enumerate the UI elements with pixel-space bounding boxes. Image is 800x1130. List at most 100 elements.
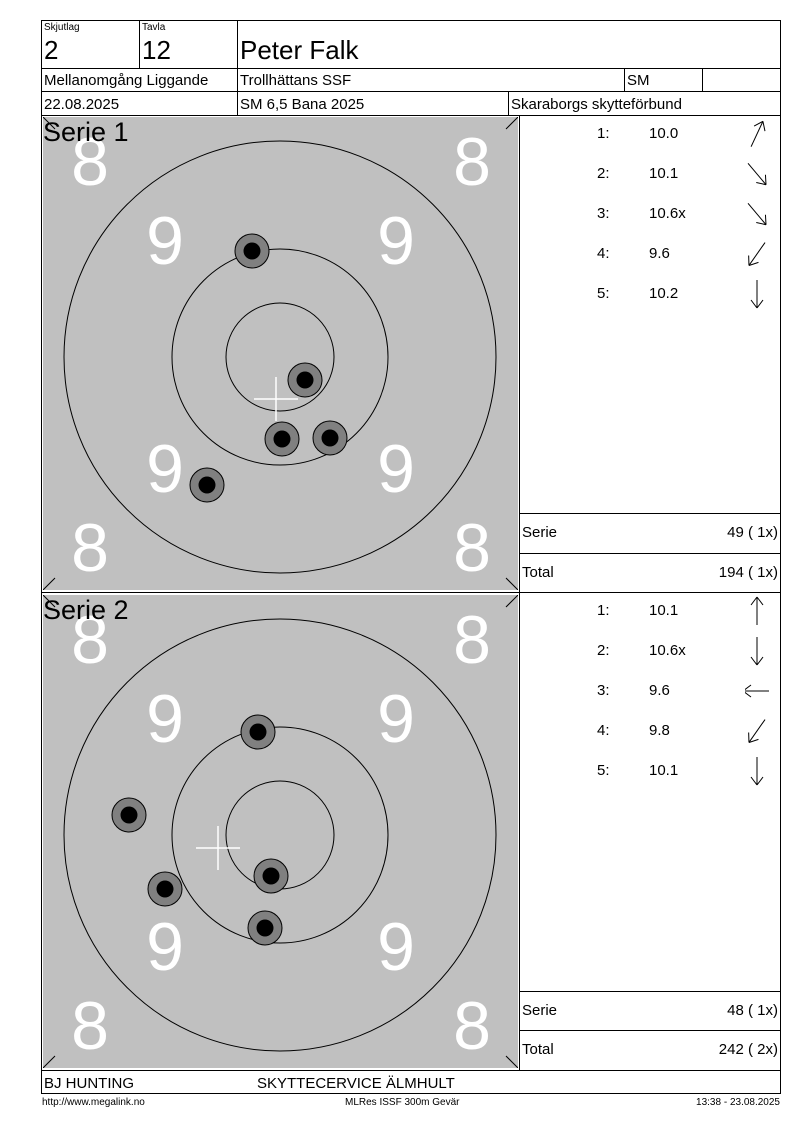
- shot-number: 1:: [597, 125, 610, 142]
- corner-mark: [43, 577, 56, 590]
- direction-arrow-icon: [745, 634, 769, 668]
- sponsor-1: BJ HUNTING: [44, 1075, 134, 1092]
- score-digit-9: 9: [377, 681, 415, 757]
- footer-url[interactable]: http://www.megalink.no: [42, 1097, 145, 1108]
- shot-value: 10.6x: [649, 642, 686, 659]
- score-digit-8: 8: [71, 124, 109, 200]
- direction-arrow-icon: [745, 594, 769, 628]
- shot-value: 10.1: [649, 762, 679, 779]
- date-label: 22.08.2025: [44, 96, 120, 113]
- tavla-label: Tavla: [142, 22, 166, 33]
- direction-arrow-icon: [745, 277, 769, 311]
- corner-mark: [43, 117, 56, 130]
- shot-hole: [312, 420, 348, 456]
- shot-hole: [287, 362, 323, 398]
- shot-number: 5:: [597, 762, 610, 779]
- shot-value: 9.6: [649, 245, 670, 262]
- direction-arrow-icon: [745, 117, 769, 151]
- shooter-name: Peter Falk: [240, 35, 359, 65]
- federation-label: Skaraborgs skytteförbund: [511, 96, 682, 113]
- corner-mark: [505, 1055, 518, 1068]
- score-digit-8: 8: [453, 988, 491, 1064]
- serie-1-total-value: 194 ( 1x): [718, 564, 778, 581]
- shot-row: 2: 10.1: [597, 162, 777, 186]
- shot-number: 4:: [597, 722, 610, 739]
- serie-2-total-value: 242 ( 2x): [718, 1041, 778, 1058]
- score-digit-9: 9: [146, 203, 184, 279]
- score-digit-8: 8: [453, 124, 491, 200]
- shot-hole: [247, 910, 283, 946]
- shot-number: 2:: [597, 642, 610, 659]
- footer-software: MLRes ISSF 300m Gevär: [345, 1097, 460, 1108]
- shot-value: 10.1: [649, 165, 679, 182]
- shot-hole: [147, 871, 183, 907]
- direction-arrow-icon: [745, 754, 769, 788]
- corner-mark: [43, 595, 56, 608]
- score-digit-9: 9: [146, 909, 184, 985]
- target-ring: [63, 140, 497, 574]
- shot-number: 3:: [597, 682, 610, 699]
- corner-mark: [505, 117, 518, 130]
- direction-arrow-icon: [742, 674, 771, 708]
- corner-mark: [505, 577, 518, 590]
- shot-row: 4: 9.6: [597, 242, 777, 266]
- target-ring: [225, 302, 335, 412]
- shot-row: 5: 10.1: [597, 757, 777, 786]
- serie-1-serie-label: Serie: [522, 524, 558, 541]
- score-digit-9: 9: [377, 203, 415, 279]
- shot-number: 5:: [597, 285, 610, 302]
- serie-2-serie-value: 48 ( 1x): [727, 1002, 778, 1019]
- footer-timestamp: 13:38 - 23.08.2025: [696, 1097, 780, 1108]
- club-label: Trollhättans SSF: [240, 72, 352, 89]
- shot-row: 2: 10.6x: [597, 637, 777, 666]
- sm-label: SM: [627, 72, 650, 89]
- skjutlag-label: Skjutlag: [44, 22, 80, 33]
- shot-value: 10.1: [649, 602, 679, 619]
- direction-arrow-icon: [745, 237, 769, 271]
- shot-value: 10.2: [649, 285, 679, 302]
- serie-1-title: Serie 1: [43, 117, 129, 147]
- target-ring: [171, 726, 389, 944]
- serie-2-total-label: Total: [522, 1041, 554, 1058]
- shot-value: 10.6x: [649, 205, 686, 222]
- target-background: [43, 595, 518, 1068]
- serie-1-serie-value: 49 ( 1x): [727, 524, 778, 541]
- score-digit-8: 8: [453, 510, 491, 586]
- shot-row: 5: 10.2: [597, 280, 777, 309]
- tavla-value: 12: [142, 35, 171, 65]
- shot-row: 1: 10.0: [597, 120, 777, 147]
- shot-row: 3:10.6x: [597, 202, 777, 226]
- score-digit-9: 9: [146, 681, 184, 757]
- direction-arrow-icon: [745, 714, 769, 748]
- shot-value: 9.8: [649, 722, 670, 739]
- shot-value: 10.0: [649, 125, 679, 142]
- score-digit-8: 8: [71, 602, 109, 678]
- score-digit-8: 8: [71, 988, 109, 1064]
- serie-2-title: Serie 2: [43, 595, 129, 625]
- shot-hole: [234, 233, 270, 269]
- class-label: Mellanomgång Liggande: [44, 72, 209, 89]
- shot-number: 2:: [597, 165, 610, 182]
- shot-number: 4:: [597, 245, 610, 262]
- direction-arrow-icon: [745, 197, 769, 231]
- score-digit-9: 9: [377, 909, 415, 985]
- serie-2-serie-label: Serie: [522, 1002, 558, 1019]
- corner-mark: [505, 595, 518, 608]
- score-digit-9: 9: [377, 431, 415, 507]
- serie-1-total-label: Total: [522, 564, 554, 581]
- shot-row: 3: 9.6: [597, 682, 777, 702]
- direction-arrow-icon: [745, 157, 769, 191]
- shot-hole: [189, 467, 225, 503]
- target-ring: [63, 618, 497, 1052]
- shot-hole: [240, 714, 276, 750]
- score-digit-8: 8: [71, 510, 109, 586]
- shot-number: 1:: [597, 602, 610, 619]
- target-ring: [171, 248, 389, 466]
- shot-value: 9.6: [649, 682, 670, 699]
- skjutlag-value: 2: [44, 35, 59, 65]
- shot-hole: [253, 858, 289, 894]
